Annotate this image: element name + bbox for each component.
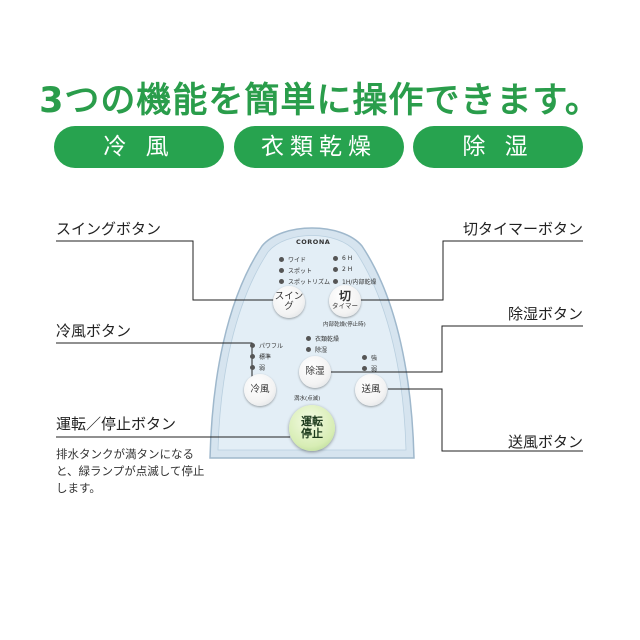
led-icon bbox=[306, 336, 311, 341]
indicator-wide: ワイド bbox=[279, 255, 306, 264]
led-icon bbox=[306, 347, 311, 352]
callout-cool-button: 冷風ボタン bbox=[56, 322, 132, 340]
run-stop-button[interactable]: 運転 停止 bbox=[289, 405, 335, 451]
timer-sub-label: タイマー bbox=[332, 302, 358, 310]
indicator-1h-internal-dry: 1H/内部乾燥 bbox=[333, 277, 376, 286]
callout-dehum-button: 除湿ボタン bbox=[507, 305, 583, 323]
internal-dry-label: 内部乾燥(停止時) bbox=[323, 322, 366, 328]
callout-swing-button: スイングボタン bbox=[56, 220, 162, 238]
indicator-fan-low: 弱 bbox=[362, 364, 377, 373]
indicator-fan-high: 強 bbox=[362, 353, 377, 362]
callout-fan-button: 送風ボタン bbox=[507, 433, 583, 451]
led-icon bbox=[362, 355, 367, 360]
fan-button[interactable]: 送風 bbox=[355, 374, 387, 406]
indicator-powerful: パワフル bbox=[250, 341, 283, 350]
led-icon bbox=[279, 279, 284, 284]
mode-pill-clothes-dry: 衣類乾燥 bbox=[234, 126, 404, 168]
led-icon bbox=[250, 365, 255, 370]
run-label: 運転 bbox=[301, 415, 323, 428]
callout-line-timer bbox=[357, 240, 583, 301]
led-icon bbox=[250, 354, 255, 359]
led-icon bbox=[250, 343, 255, 348]
tank-full-note: 排水タンクが満タンになると、緑ランプが点滅して停止します。 bbox=[56, 447, 205, 495]
timer-off-label: 切 bbox=[338, 289, 351, 303]
indicator-6h: 6 H bbox=[333, 255, 352, 262]
dehumidify-button[interactable]: 除湿 bbox=[299, 356, 331, 388]
cool-air-button[interactable]: 冷風 bbox=[244, 374, 276, 406]
indicator-standard: 標準 bbox=[250, 352, 271, 361]
timer-off-button[interactable]: 切 タイマー bbox=[329, 285, 361, 317]
callout-line-dehum bbox=[330, 325, 583, 373]
brand-logo: CORONA bbox=[296, 238, 331, 246]
led-icon bbox=[279, 257, 284, 262]
led-icon bbox=[333, 256, 338, 261]
indicator-spot-rhythm: スポットリズム bbox=[279, 277, 330, 286]
swing-button[interactable]: スイング bbox=[273, 286, 305, 318]
headline: 3つの機能を簡単に操作できます。 bbox=[39, 81, 601, 121]
mode-pill-dehumidify: 除 湿 bbox=[413, 126, 583, 168]
stop-label: 停止 bbox=[301, 427, 323, 440]
indicator-2h: 2 H bbox=[333, 266, 352, 273]
water-full-label: 満水(点滅) bbox=[294, 396, 321, 402]
callout-line-fan bbox=[388, 388, 583, 452]
indicator-spot: スポット bbox=[279, 266, 312, 275]
indicator-dehum: 除湿 bbox=[306, 345, 327, 354]
callout-line-swing bbox=[56, 240, 275, 301]
led-icon bbox=[362, 366, 367, 371]
callout-timer-button: 切タイマーボタン bbox=[462, 220, 583, 238]
indicator-cool-low: 弱 bbox=[250, 363, 265, 372]
mode-pill-cool-air: 冷 風 bbox=[54, 126, 224, 168]
indicator-clothes-dry: 衣類乾燥 bbox=[306, 334, 339, 343]
led-icon bbox=[333, 267, 338, 272]
led-icon bbox=[279, 268, 284, 273]
callout-run-stop-button: 運転／停止ボタン bbox=[56, 415, 177, 433]
led-icon bbox=[333, 279, 338, 284]
